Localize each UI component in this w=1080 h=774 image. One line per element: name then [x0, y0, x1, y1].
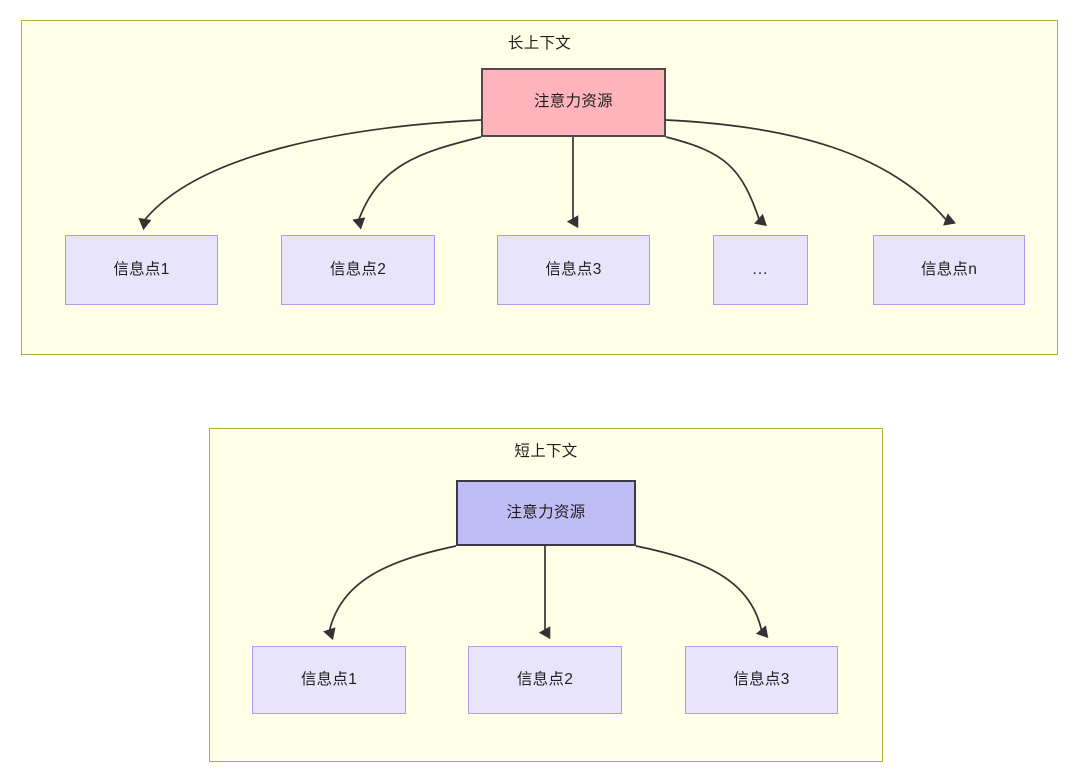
- node-label: 信息点2: [516, 670, 574, 688]
- group-long-context-title: 长上下文: [507, 35, 572, 52]
- node-label: 信息点n: [920, 260, 978, 278]
- node-short-context-info-3[interactable]: 信息点3: [685, 646, 838, 714]
- node-short-context-info-1[interactable]: 信息点1: [252, 646, 406, 714]
- node-long-context-info-3[interactable]: 信息点3: [497, 235, 650, 305]
- node-label: 注意力资源: [533, 93, 613, 111]
- node-label: 信息点3: [733, 670, 790, 688]
- node-label: 信息点1: [113, 260, 170, 278]
- group-short-context-title: 短上下文: [514, 443, 578, 460]
- node-long-context-info-2[interactable]: 信息点2: [281, 235, 435, 305]
- node-label: ...: [752, 260, 769, 278]
- node-long-context-info-n[interactable]: 信息点n: [873, 235, 1025, 305]
- node-short-context-info-2[interactable]: 信息点2: [468, 646, 622, 714]
- node-long-context-info-ellipsis[interactable]: ...: [713, 235, 808, 305]
- node-label: 注意力资源: [506, 503, 586, 521]
- node-long-context-info-1[interactable]: 信息点1: [65, 235, 218, 305]
- node-long-context-attention-resource[interactable]: 注意力资源: [481, 68, 666, 137]
- node-short-context-attention-resource[interactable]: 注意力资源: [456, 480, 636, 546]
- node-label: 信息点3: [545, 260, 602, 278]
- node-label: 信息点1: [300, 670, 358, 688]
- node-label: 信息点2: [329, 260, 387, 278]
